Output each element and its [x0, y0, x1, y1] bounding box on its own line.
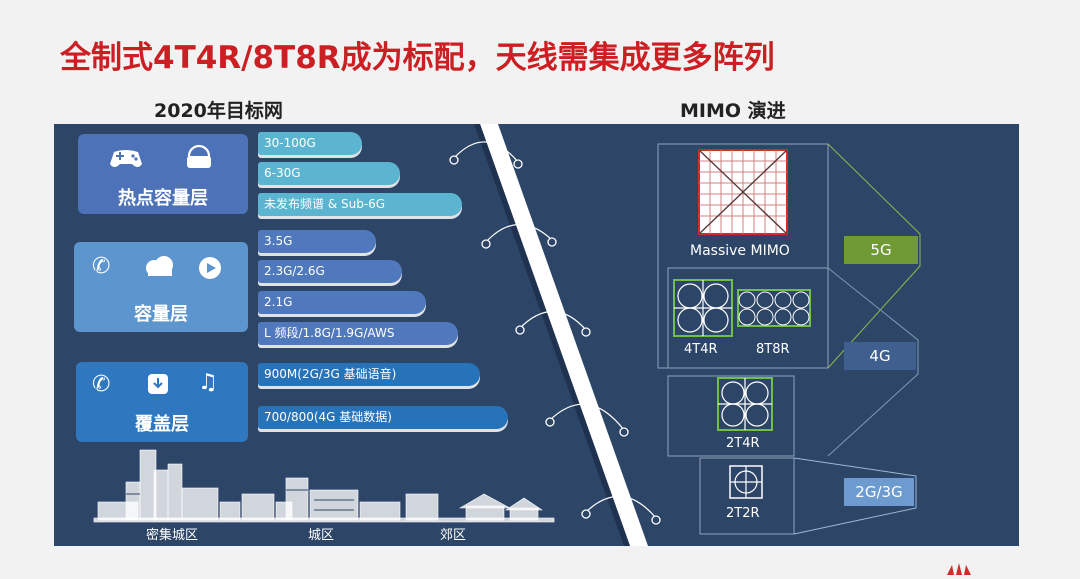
band-bar: 3.5G	[258, 230, 376, 253]
band-bar: 30-100G	[258, 132, 362, 155]
area-label-dense-urban: 密集城区	[146, 528, 199, 543]
capacity-layer-label: 容量层	[134, 304, 188, 325]
2t4r-label: 2T4R	[726, 436, 760, 451]
tag-4g: 4G	[844, 342, 916, 370]
link-arcs	[453, 141, 657, 519]
gamepad-icon	[108, 146, 144, 175]
8t8r-label: 8T8R	[756, 342, 790, 357]
hotspot-layer-label: 热点容量层	[118, 188, 208, 209]
massive-mimo-label: Massive MIMO	[690, 243, 790, 259]
band-bar: 900M(2G/3G 基础语音)	[258, 363, 480, 386]
music-note-icon: ♫	[198, 370, 218, 395]
23g-connector	[793, 457, 917, 535]
band-bar: 700/800(4G 基础数据)	[258, 406, 508, 429]
8t8r-array	[737, 289, 811, 327]
phone-icon: ✆	[92, 372, 111, 397]
city-skyline	[93, 449, 555, 523]
phone-icon: ✆	[92, 254, 111, 279]
download-box-icon	[146, 372, 170, 401]
play-icon	[198, 256, 222, 285]
tag-2g3g: 2G/3G	[844, 478, 914, 506]
divider-line	[480, 124, 648, 546]
capacity-layer: ✆ 容量层	[74, 242, 248, 332]
4t4r-label: 4T4R	[684, 342, 718, 357]
4g-connector	[827, 267, 919, 457]
network-diagram-panel: 热点容量层 ✆ 容量层 ✆ ♫ 覆盖层 30-100G 6-30G 未发布频谱 …	[54, 124, 1019, 546]
area-label-urban: 城区	[308, 528, 335, 543]
5g-connector	[827, 143, 921, 369]
right-heading: MIMO 演进	[680, 100, 786, 122]
coverage-layer-label: 覆盖层	[135, 414, 189, 435]
band-bar: L 频段/1.8G/1.9G/AWS	[258, 322, 458, 345]
left-heading: 2020年目标网	[154, 100, 283, 122]
hotspot-capacity-layer: 热点容量层	[78, 134, 248, 214]
band-bar: 未发布频谱 & Sub-6G	[258, 193, 462, 216]
2t2r-label: 2T2R	[726, 506, 760, 521]
band-bar: 2.3G/2.6G	[258, 260, 402, 283]
slide-title: 全制式4T4R/8T8R成为标配，天线需集成更多阵列	[60, 40, 775, 76]
mimo-outlines	[657, 143, 829, 535]
area-label-suburban: 郊区	[440, 528, 467, 543]
brand-logo	[944, 560, 974, 579]
diagram-background	[93, 124, 921, 546]
band-bar: 6-30G	[258, 162, 400, 185]
band-bar: 2.1G	[258, 291, 426, 314]
coverage-layer: ✆ ♫ 覆盖层	[76, 362, 248, 442]
tag-5g: 5G	[844, 236, 918, 264]
vr-headset-icon	[182, 144, 216, 177]
cloud-icon	[142, 254, 176, 289]
